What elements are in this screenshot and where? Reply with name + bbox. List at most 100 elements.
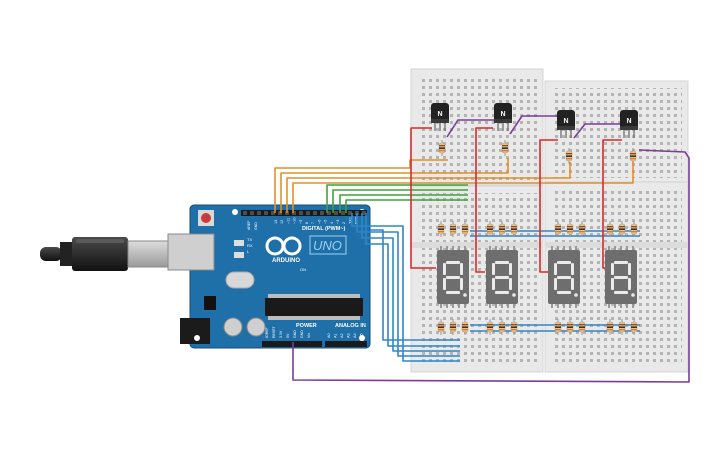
segment <box>443 278 446 290</box>
resistor[interactable] <box>510 221 518 237</box>
resistor[interactable] <box>566 319 574 335</box>
wire-orange-1[interactable] <box>274 159 448 213</box>
npn-transistor[interactable]: N <box>431 103 449 131</box>
decimal-point <box>574 293 578 297</box>
digital-pin-label: ~5 <box>324 220 328 224</box>
resistor[interactable] <box>449 221 457 237</box>
analog-pin-label: A1 <box>334 333 338 338</box>
wire-blue-4[interactable] <box>365 213 460 347</box>
wire-green-3[interactable] <box>339 194 468 213</box>
wire-blue-5[interactable] <box>370 229 460 341</box>
resistor[interactable] <box>630 319 638 335</box>
resistors <box>437 140 638 335</box>
resistor[interactable] <box>578 319 586 335</box>
decimal-point <box>512 293 516 297</box>
power-header-label: POWER <box>296 323 317 329</box>
segment <box>509 278 512 290</box>
seven-segment-display[interactable] <box>548 246 580 308</box>
wire-blue-3[interactable] <box>361 213 460 352</box>
segment <box>495 291 509 294</box>
resistor[interactable] <box>461 221 469 237</box>
segment <box>571 263 574 275</box>
segment <box>557 261 571 264</box>
power-pin-label: GND <box>300 330 304 338</box>
resistor[interactable] <box>437 319 445 335</box>
board-labels: ARDUINO UNO DIGITAL (PWM~) POWER ANALOG … <box>247 217 366 338</box>
wire-purple-1[interactable] <box>446 119 498 138</box>
capacitor-1 <box>223 317 243 337</box>
reset-button[interactable] <box>201 213 211 223</box>
resistor[interactable] <box>461 319 469 335</box>
wire-red-2[interactable] <box>475 127 493 273</box>
resistor[interactable] <box>630 221 638 237</box>
resistor[interactable] <box>498 319 506 335</box>
resistor[interactable] <box>618 221 626 237</box>
seven-segment-display[interactable] <box>605 246 637 308</box>
resistor[interactable] <box>554 319 562 335</box>
resistor[interactable] <box>486 221 494 237</box>
segment <box>492 278 495 290</box>
segment <box>611 278 614 290</box>
resistor[interactable] <box>501 140 509 156</box>
crystal-oscillator <box>225 271 255 289</box>
arduino-uno-board[interactable] <box>167 204 371 349</box>
seven-segment-display[interactable] <box>486 246 518 308</box>
wire-orange-4[interactable] <box>292 160 634 213</box>
wire-red-4[interactable] <box>602 139 622 269</box>
segment <box>557 291 571 294</box>
resistor[interactable] <box>578 221 586 237</box>
board-name-label: ARDUINO <box>272 258 300 264</box>
resistor[interactable] <box>449 319 457 335</box>
wire-orange-3[interactable] <box>286 162 571 213</box>
wire-purple-3[interactable] <box>573 123 631 139</box>
resistor[interactable] <box>618 319 626 335</box>
segment <box>614 261 628 264</box>
wire-purple-2[interactable] <box>509 115 568 135</box>
resistor[interactable] <box>437 221 445 237</box>
resistor[interactable] <box>629 148 637 164</box>
wire-green-4[interactable] <box>345 199 468 213</box>
resistor[interactable] <box>510 319 518 335</box>
transistor-label: N <box>500 111 505 118</box>
wire-purple-gnd[interactable] <box>292 149 690 383</box>
resistor[interactable] <box>438 140 446 156</box>
segment <box>628 278 631 290</box>
resistor[interactable] <box>498 221 506 237</box>
resistor[interactable] <box>565 148 573 164</box>
seven-segment-display[interactable] <box>437 246 469 308</box>
resistor[interactable] <box>606 319 614 335</box>
analog-pin-label: A2 <box>340 333 344 338</box>
wire-blue-1[interactable] <box>351 213 460 362</box>
resistor[interactable] <box>486 319 494 335</box>
wire-red-1[interactable] <box>410 127 436 269</box>
npn-transistor[interactable]: N <box>620 110 638 138</box>
digital-pin-label: 7 <box>311 222 315 224</box>
wires <box>274 115 690 383</box>
segment <box>554 263 557 275</box>
npn-transistor[interactable]: N <box>494 103 512 131</box>
digital-header <box>241 210 367 216</box>
rx-led-label: RX <box>247 243 253 248</box>
breadboard-top-left <box>410 68 544 186</box>
digital-pin-label: ~6 <box>317 220 321 224</box>
resistor[interactable] <box>566 221 574 237</box>
wire-green-1[interactable] <box>326 184 468 213</box>
digital-pin-label: 2 <box>342 222 346 224</box>
digital-pin-label: TX1 <box>348 217 352 224</box>
gnd-label: GND <box>254 222 258 230</box>
npn-transistor[interactable]: N <box>557 110 575 138</box>
segment <box>495 261 509 264</box>
resistor[interactable] <box>554 221 562 237</box>
usb-port <box>167 233 215 271</box>
digital-pin-label: 12 <box>280 220 284 224</box>
atmega-chip <box>265 298 363 316</box>
analog-pin-label: A5 <box>360 333 364 338</box>
resistor[interactable] <box>606 221 614 237</box>
wire-red-3[interactable] <box>539 139 558 273</box>
wire-blue-2[interactable] <box>356 213 460 357</box>
wire-orange-2[interactable] <box>280 158 509 213</box>
analog-pin-label: A3 <box>347 333 351 338</box>
seven-segment-displays <box>437 246 637 308</box>
wire-green-2[interactable] <box>332 189 468 213</box>
